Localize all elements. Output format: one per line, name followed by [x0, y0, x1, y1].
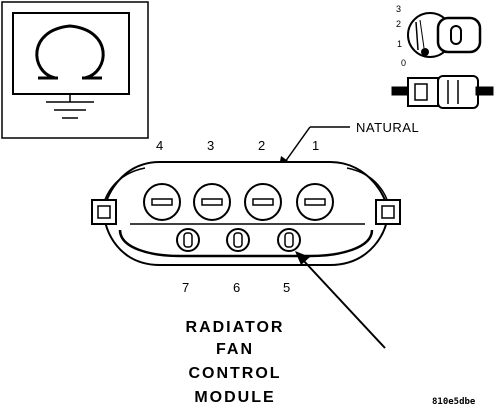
pin-number-5: 5	[283, 280, 290, 295]
pin-number-3: 3	[207, 138, 214, 153]
module-callout-arrow	[295, 251, 386, 349]
key-position-2: 2	[396, 19, 401, 29]
key-position-1: 1	[397, 39, 402, 49]
title-line-radiator: RADIATOR	[186, 319, 285, 336]
figure-id: 810e5dbe	[432, 397, 476, 407]
ignition-key-icon: 3 2 1 0	[396, 4, 482, 68]
pin-number-2: 2	[258, 138, 265, 153]
module-title: RADIATOR FAN CONTROL MODULE	[186, 319, 285, 406]
terminal-2	[244, 183, 282, 221]
terminal-4	[143, 183, 181, 221]
pin-number-6: 6	[233, 280, 240, 295]
key-position-3: 3	[396, 4, 401, 14]
terminal-7	[176, 228, 200, 252]
terminal-1	[296, 183, 334, 221]
title-line-control: CONTROL	[188, 365, 281, 382]
connector-housing	[91, 161, 401, 266]
omega-over-ground-icon	[35, 24, 105, 119]
key-position-0: 0	[401, 58, 406, 68]
natural-callout-label: NATURAL	[356, 120, 419, 135]
pin-number-1: 1	[312, 138, 319, 153]
bottom-terminal-row	[176, 228, 301, 252]
pin-number-7: 7	[182, 280, 189, 295]
terminal-6	[226, 228, 250, 252]
top-terminal-row	[143, 183, 334, 221]
pin-number-4: 4	[156, 138, 163, 153]
connector-latch-icon	[391, 75, 494, 109]
ground-symbol-box	[1, 1, 149, 139]
terminal-5	[277, 228, 301, 252]
title-line-fan: FAN	[216, 341, 254, 358]
terminal-3	[193, 183, 231, 221]
title-line-module: MODULE	[194, 389, 275, 406]
